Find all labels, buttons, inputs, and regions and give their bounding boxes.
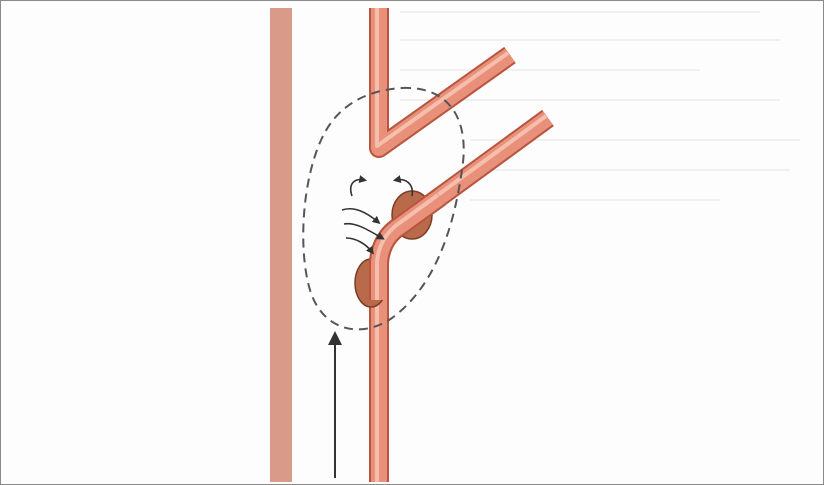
turbulent-arrow-5 <box>346 238 372 252</box>
artery-overlay <box>377 195 440 300</box>
vertical-wall-band <box>270 8 292 482</box>
turbulent-arrow-4 <box>344 224 382 238</box>
turbulent-arrow-3 <box>342 209 378 222</box>
turbulent-arrow-1 <box>351 180 364 196</box>
bifurcating-artery <box>377 8 548 482</box>
